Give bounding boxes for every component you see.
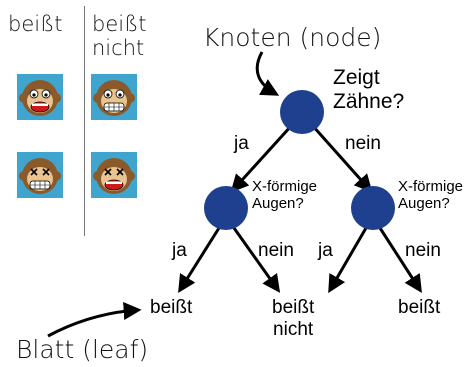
- leaf-annotation-arrow: [47, 301, 142, 338]
- column-divider: [84, 6, 85, 236]
- monkey-biting-open-mouth: [17, 74, 63, 120]
- root-question-line2: Zähne?: [333, 90, 405, 113]
- leaf-not-bites-line2: nicht: [273, 319, 314, 340]
- node-annotation-arrow: [255, 51, 280, 96]
- leaf-bites-right: beißt: [398, 297, 441, 318]
- edge-label-root-nein: nein: [345, 133, 381, 154]
- monkey-x-eyes-open-mouth: [91, 152, 137, 198]
- not-bites-header-line2: nicht: [92, 36, 145, 60]
- left-node-question: X-förmige Augen?: [252, 178, 317, 212]
- edge-label-right-nein: nein: [405, 240, 441, 261]
- left-node: [204, 186, 248, 230]
- edge-label-root-ja: ja: [234, 133, 249, 154]
- edge-right-left: [328, 227, 368, 294]
- edge-root-left: [230, 123, 294, 193]
- leaf-not-bites-line1: beißt: [272, 297, 315, 318]
- leaf-not-bites: beißt nicht: [272, 297, 314, 341]
- not-bites-column-header: beißt nicht: [92, 12, 147, 60]
- edge-label-right-ja: ja: [318, 240, 333, 261]
- not-bites-header-line1: beißt: [92, 12, 147, 36]
- edge-label-left-ja: ja: [172, 240, 187, 261]
- right-node-question: X-förmige Augen?: [398, 178, 463, 212]
- edge-root-right: [310, 124, 373, 193]
- monkey-teeth-showing: [91, 74, 137, 120]
- root-node: [280, 90, 324, 134]
- node-annotation: Knoten (node): [203, 23, 382, 52]
- edge-label-left-nein: nein: [258, 240, 294, 261]
- left-question-line1: X-förmige: [252, 178, 318, 195]
- bites-column-header: beißt: [8, 12, 63, 36]
- right-node: [351, 186, 395, 230]
- edge-left-left: [178, 227, 221, 294]
- edge-right-right: [378, 227, 422, 294]
- edge-left-right: [232, 227, 281, 293]
- right-question-line1: X-förmige: [398, 178, 464, 195]
- left-question-line2: Augen?: [252, 195, 304, 212]
- leaf-annotation: Blatt (leaf): [16, 335, 149, 364]
- right-question-line2: Augen?: [398, 195, 450, 212]
- leaf-bites-left: beißt: [150, 297, 193, 318]
- root-question-line1: Zeigt: [333, 66, 380, 89]
- root-question: Zeigt Zähne?: [333, 66, 404, 114]
- monkey-x-eyes-teeth: [17, 152, 63, 198]
